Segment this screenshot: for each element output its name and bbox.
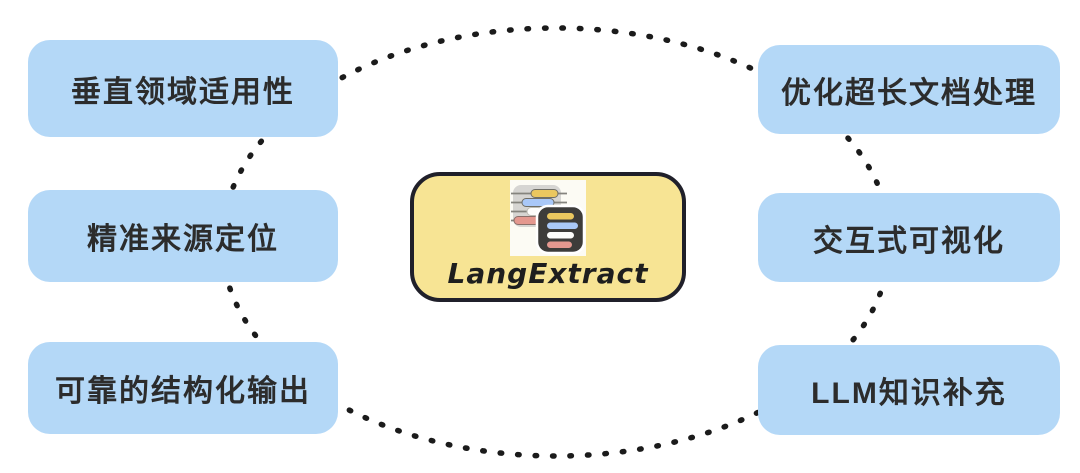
feature-label: 优化超长文档处理	[781, 76, 1037, 110]
langextract-card: LangExtract	[410, 172, 686, 302]
feature-label: 可靠的结构化输出	[55, 375, 311, 408]
langextract-logo-icon	[509, 180, 587, 256]
feature-box-interactive-visualization: 交互式可视化	[758, 193, 1060, 282]
feature-box-long-document: 优化超长文档处理	[758, 45, 1060, 134]
langextract-label: LangExtract	[447, 257, 649, 290]
feature-box-source-grounding: 精准来源定位	[28, 190, 338, 282]
feature-label: 精准来源定位	[87, 223, 279, 256]
feature-label: 交互式可视化	[813, 224, 1005, 258]
feature-box-vertical-domain: 垂直领域适用性	[28, 40, 338, 137]
feature-box-llm-knowledge: LLM知识补充	[758, 345, 1060, 435]
feature-label: LLM知识补充	[811, 377, 1007, 410]
feature-label: 垂直领域适用性	[71, 75, 295, 109]
feature-box-structured-output: 可靠的结构化输出	[28, 342, 338, 434]
